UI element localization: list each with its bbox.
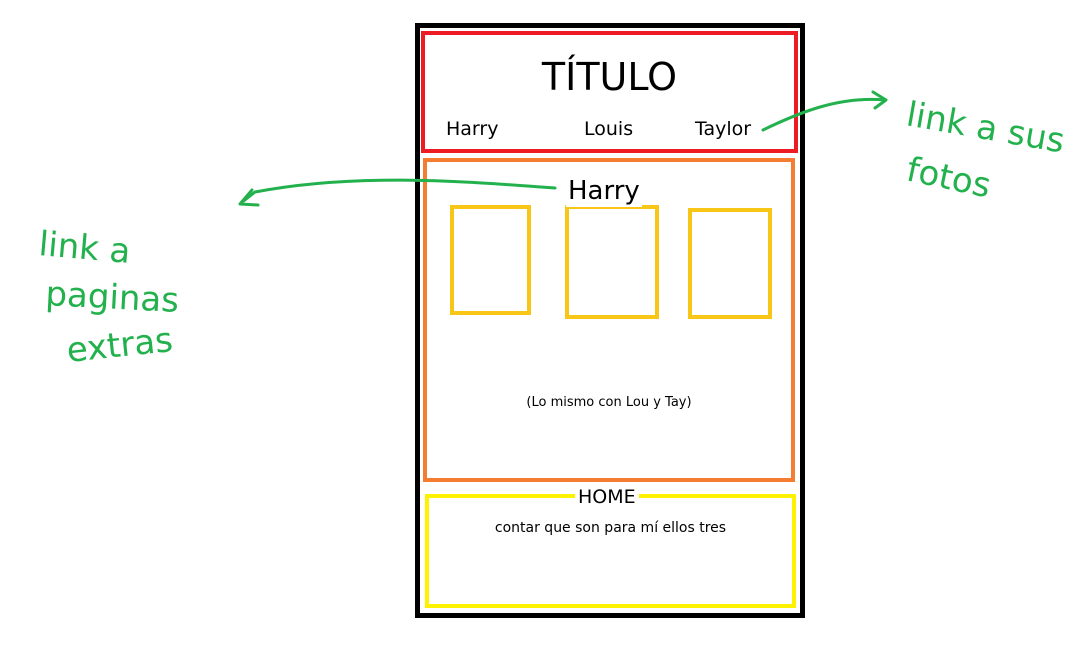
annotation-left-line-2: paginas [45, 274, 180, 321]
home-description: contar que son para mí ellos tres [494, 520, 727, 536]
phone-frame [415, 23, 805, 618]
section-note: (Lo mismo con Lou y Tay) [526, 395, 692, 410]
photo-placeholder[interactable] [565, 205, 659, 319]
arrowhead-left-icon [238, 188, 260, 207]
nav-link-louis[interactable]: Louis [584, 118, 634, 140]
home-title: HOME [575, 485, 639, 509]
annotation-right-line-1: link a sus [903, 94, 1067, 161]
photo-placeholder[interactable] [450, 205, 531, 315]
arrowhead-right-icon [871, 90, 888, 110]
photos-section [423, 158, 795, 482]
nav-link-taylor[interactable]: Taylor [695, 118, 752, 140]
photo-placeholder[interactable] [688, 208, 772, 319]
annotation-left-line-1: link a [37, 224, 132, 272]
header-section [421, 31, 798, 153]
page-title: TÍTULO [541, 55, 678, 99]
section-title: Harry [566, 175, 642, 207]
annotation-right-line-2: fotos [903, 150, 994, 207]
arrow-left [239, 178, 557, 205]
annotation-left-line-3: extras [65, 320, 175, 371]
nav-link-harry[interactable]: Harry [446, 118, 499, 140]
arrow-right [761, 97, 887, 132]
